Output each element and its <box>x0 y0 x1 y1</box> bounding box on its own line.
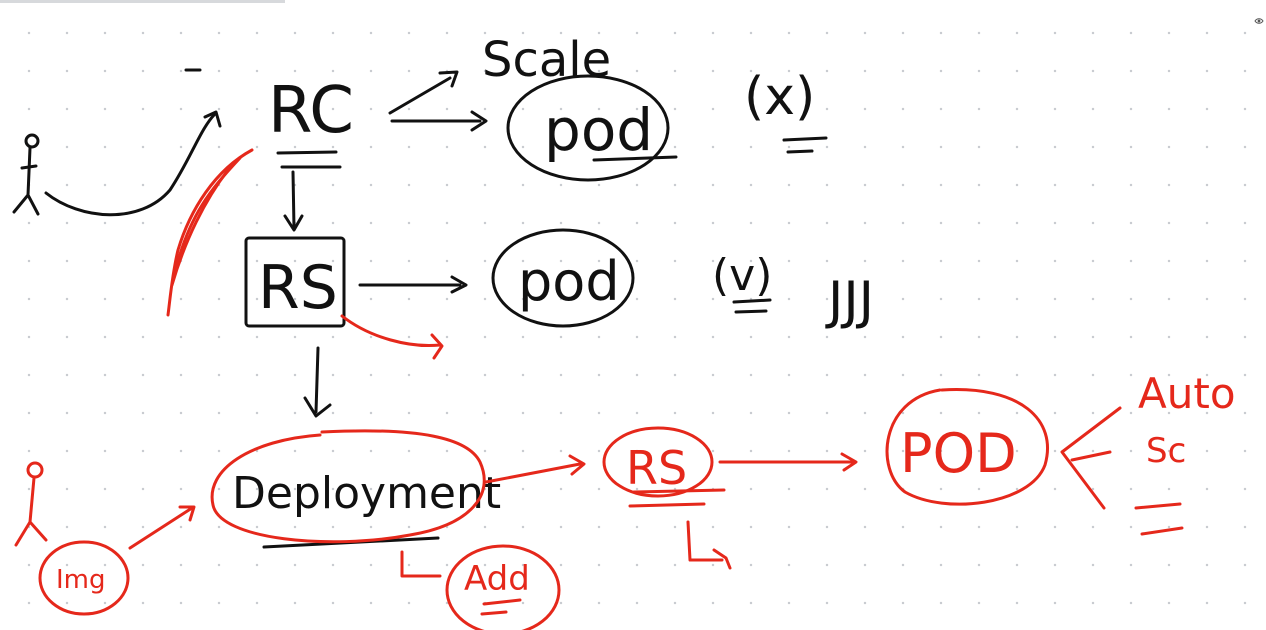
auto-sc-label: Sc <box>1146 431 1186 471</box>
pod-red-ellipse <box>885 388 1049 506</box>
pod-red-label: POD <box>900 422 1017 485</box>
add-branch-line <box>400 550 442 578</box>
auto-scale-arrow <box>1070 450 1112 462</box>
rc-to-pod-arrow <box>390 110 488 132</box>
auto-scale-chevron <box>1060 406 1122 510</box>
user-to-rc-arrow <box>44 113 216 217</box>
black-ink-layer: Scale RC pod (x) RS pod (v) JJJ Depl <box>12 32 874 549</box>
deployment-to-rs-arrow <box>484 454 586 484</box>
auto-label: Auto <box>1138 369 1236 418</box>
rs-to-pod-arrow <box>358 275 468 294</box>
rs-to-deployment-arrow <box>303 346 332 418</box>
scale-label: Scale <box>482 32 611 88</box>
rs-red-branch <box>686 520 732 570</box>
red-scribble-2 <box>170 168 230 287</box>
rs-red-ellipse <box>602 426 714 498</box>
img-to-deployment-arrow <box>128 505 196 550</box>
deployment-ellipse <box>210 429 486 544</box>
check-mark-underline <box>732 298 772 314</box>
rc-underline <box>276 150 342 169</box>
cross-mark-underline <box>782 136 828 154</box>
tick-marks-label: JJJ <box>825 271 874 331</box>
rc-label: RC <box>268 74 354 148</box>
pod-middle-label: pod <box>518 250 620 313</box>
rs-red-label: RS <box>626 441 687 495</box>
cross-mark-label: (x) <box>744 67 815 127</box>
deployment-label: Deployment <box>232 468 501 519</box>
rs-label: RS <box>258 253 338 323</box>
add-underline <box>480 598 522 616</box>
rs-box <box>244 236 346 328</box>
red-scribble-3 <box>174 156 242 270</box>
rs-red-arrow <box>340 314 444 360</box>
pod-middle-ellipse <box>491 228 635 328</box>
auto-underline <box>1134 502 1184 536</box>
add-label: Add <box>464 559 530 599</box>
user-to-rc-arrowhead <box>203 110 222 128</box>
stick-figure-icon <box>14 461 48 547</box>
rs-red-underline <box>628 488 726 508</box>
pod-top-underline <box>592 155 678 162</box>
red-scribble-1 <box>166 148 254 317</box>
rc-to-rs-arrow <box>283 170 304 232</box>
rs-to-pod-red-arrow <box>718 452 858 472</box>
rc-scale-arrow <box>388 70 459 115</box>
img-label: Img <box>56 565 106 595</box>
add-ellipse <box>445 544 561 630</box>
img-ellipse <box>38 540 130 616</box>
pod-top-ellipse <box>506 74 670 182</box>
red-ink-layer: Img Add RS POD Auto Sc <box>14 148 1236 630</box>
pod-top-label: pod <box>544 96 653 164</box>
eye-icon[interactable] <box>1254 16 1264 26</box>
stick-figure-icon <box>12 133 40 216</box>
check-mark-label: (v) <box>712 250 772 301</box>
top-edge-bar <box>0 0 285 3</box>
